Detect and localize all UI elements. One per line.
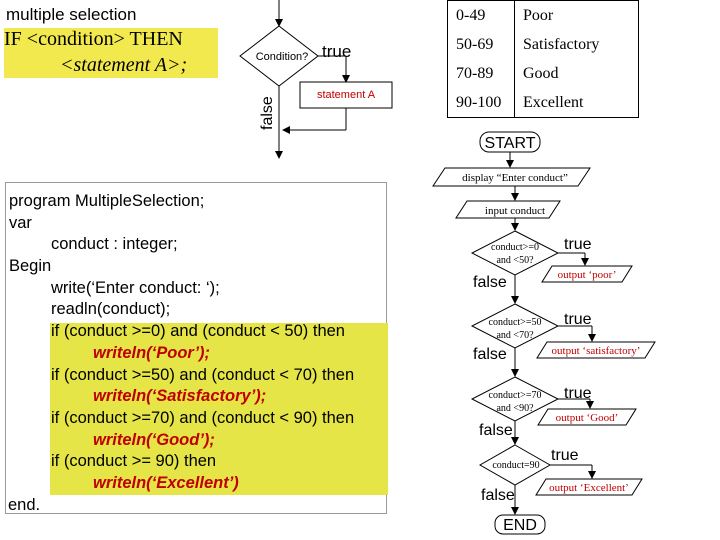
output-label: output ‘satisfactory’ (552, 345, 641, 357)
decision-cond2: and <90? (496, 403, 534, 414)
code-line: readln(conduct); (51, 300, 171, 318)
output-parallelogram (535, 478, 643, 496)
output-parallelogram (536, 341, 656, 359)
code-line: var (9, 214, 32, 232)
code-line: Begin (9, 257, 52, 275)
output-label: output ‘Excellent’ (549, 482, 629, 494)
decision-cond1: conduct>=70 (489, 390, 542, 401)
start-label: START (485, 135, 536, 152)
if-syntax-line1: IF <condition> THEN (4, 28, 183, 50)
simple-if-flowchart: Condition? true statement A false (239, 0, 393, 159)
display-label: display “Enter conduct” (462, 172, 568, 184)
code-line: write(‘Enter conduct: ‘); (51, 279, 220, 297)
output-parallelogram (537, 408, 637, 426)
true-label: true (551, 447, 579, 464)
true-label: true (564, 236, 592, 253)
code-panel: program MultipleSelection; var conduct :… (5, 182, 388, 514)
label-cell: Poor (514, 0, 639, 30)
false-label: false (259, 96, 276, 130)
decision-cond2: and <70? (496, 330, 534, 341)
end-label: END (503, 517, 537, 534)
output-label: output ‘poor’ (558, 269, 617, 281)
conduct-flowchart: START display “Enter conduct” input cond… (432, 131, 656, 535)
code-line: if (conduct >= 90) then (51, 452, 217, 470)
output-label: output ‘Good’ (556, 412, 619, 424)
condition-label: Condition? (256, 51, 309, 63)
label-cell: Satisfactory (514, 30, 639, 59)
if-syntax-line2: <statement A>; (60, 54, 188, 76)
false-label: false (481, 487, 515, 504)
false-label: false (479, 422, 513, 439)
decision-cond1: conduct>=0 (491, 242, 539, 253)
code-line: if (conduct >=50) and (conduct < 70) the… (51, 366, 355, 384)
input-label: input conduct (485, 205, 545, 217)
output-parallelogram (541, 265, 633, 283)
code-line: writeln(‘Satisfactory’); (93, 387, 267, 405)
label-cell: Excellent (514, 88, 639, 118)
if-syntax-box (4, 28, 218, 78)
input-parallelogram (455, 200, 561, 219)
statement-label: statement A (317, 89, 376, 101)
statement-box (299, 81, 393, 109)
page-title: multiple selection (6, 5, 137, 24)
code-line: program MultipleSelection; (9, 192, 205, 210)
range-cell: 0-49 (447, 0, 515, 30)
false-label: false (473, 346, 507, 363)
code-line: if (conduct >=0) and (conduct < 50) then (51, 322, 345, 340)
code-line: writeln(‘Good’); (93, 431, 215, 449)
label-cell: Good (514, 59, 639, 88)
decision-diamond (470, 230, 560, 276)
end-terminal (494, 514, 546, 535)
decision-cond1: conduct=90 (492, 460, 539, 471)
code-line: writeln(‘Excellent’) (93, 474, 239, 492)
display-parallelogram (432, 167, 591, 187)
true-label: true (564, 311, 592, 328)
true-label: true (322, 42, 351, 61)
code-line: conduct : integer; (51, 235, 178, 253)
code-line: end. (8, 496, 41, 514)
code-highlight (50, 323, 388, 495)
decision-cond2: and <50? (496, 255, 534, 266)
false-label: false (473, 274, 507, 291)
true-label: true (564, 385, 592, 402)
decision-cond1: conduct>=50 (489, 317, 542, 328)
code-line: writeln(‘Poor’); (93, 344, 211, 362)
code-line: if (conduct >=70) and (conduct < 90) the… (51, 409, 355, 427)
range-cell: 50-69 (447, 30, 515, 59)
